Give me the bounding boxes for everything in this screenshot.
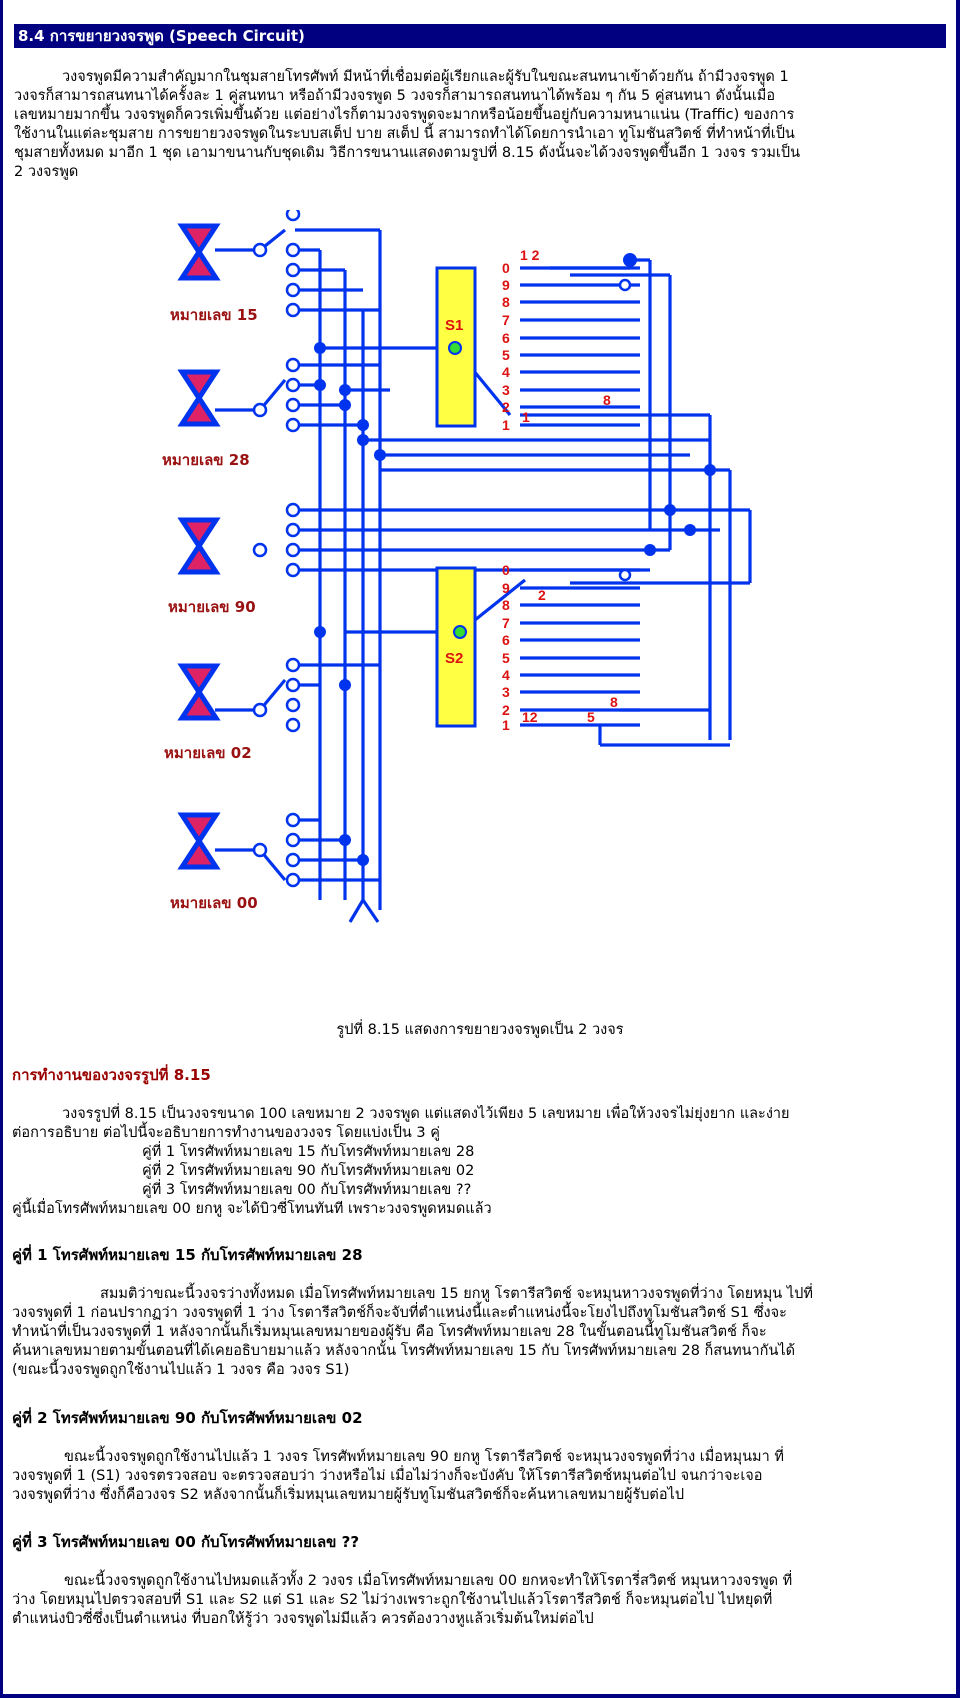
pair3-line: ตำแหน่งบิวซี่ซึ่งเป็นตำแหน่ง ที่บอกให้รู… (12, 1611, 594, 1627)
s2-digit: 6 (502, 632, 510, 648)
pair2-heading: คู่ที่ 2 โทรศัพท์หมายเลข 90 กับโทรศัพท์ห… (12, 1409, 363, 1427)
pair1-line: (ขณะนี้วงจรพูดถูกใช้งานไปแล้ว 1 วงจร คือ… (12, 1362, 350, 1378)
operation-heading: การทำงานของวงจรรูปที่ 8.15 (12, 1066, 211, 1084)
s1-digit: 9 (502, 277, 510, 293)
s1-digit: 4 (502, 364, 510, 380)
s2-digit: 5 (502, 650, 510, 666)
s2-digit: 2 (502, 702, 510, 718)
pair-list-item: คู่ที่ 3 โทรศัพท์หมายเลข 00 กับโทรศัพท์ห… (142, 1182, 472, 1198)
switch-s1-label: S1 (445, 317, 463, 334)
figure-caption: รูปที่ 8.15 แสดงการขยายวงจรพูดเป็น 2 วงจ… (336, 1022, 624, 1038)
s2-digit: 8 (502, 597, 510, 613)
phone-15-icon (177, 223, 221, 281)
pair2-line: ขณะนี้วงจรพูดถูกใช้งานไปแล้ว 1 วงจร โทรศ… (64, 1449, 784, 1465)
s2-mark: 5 (587, 709, 595, 725)
operation-note: คู่นี้เมื่อโทรศัพท์หมายเลข 00 ยกหู จะได้… (12, 1201, 492, 1217)
phone-label-02: หมายเลข 02 (164, 744, 252, 762)
s1-digit: 5 (502, 347, 510, 363)
operation-line: วงจรรูปที่ 8.15 เป็นวงจรขนาด 100 เลขหมาย… (62, 1106, 790, 1122)
s2-mark: 8 (610, 694, 618, 710)
phone-label-00: หมายเลข 00 (170, 894, 258, 912)
s2-mark: 2 (538, 587, 546, 603)
pair1-line: วงจรพูดที่ 1 ก่อนปรากฏว่า วงจรพูดที่ 1 ว… (12, 1305, 787, 1321)
s2-mark: 12 (522, 709, 538, 725)
s2-digit: 1 (502, 717, 510, 733)
intro-line: ชุมสายทั้งหมด มาอีก 1 ชุด เอามาขนานกับชุ… (14, 145, 801, 161)
s1-mark: 8 (603, 392, 611, 408)
phone-label-28: หมายเลข 28 (162, 451, 250, 469)
s1-digit: 0 (502, 260, 510, 276)
intro-line: 2 วงจรพูด (14, 164, 79, 180)
speech-circuit-diagram: S1 S2 0 9 8 7 6 5 4 3 2 1 1 2 8 1 0 9 8 … (162, 210, 752, 923)
pair3-heading: คู่ที่ 3 โทรศัพท์หมายเลข 00 กับโทรศัพท์ห… (12, 1533, 360, 1551)
pair-list-item: คู่ที่ 2 โทรศัพท์หมายเลข 90 กับโทรศัพท์ห… (142, 1163, 475, 1179)
s1-digit: 8 (502, 294, 510, 310)
phone-02-icon (177, 663, 221, 721)
switch-s2-box (435, 566, 477, 728)
s2-digit: 0 (502, 562, 510, 578)
section-title: 8.4 การขยายวงจรพูด (Speech Circuit) (14, 24, 946, 48)
pair3-line: ขณะนี้วงจรพูดถูกใช้งานไปหมดแล้วทั้ง 2 วง… (64, 1573, 793, 1589)
intro-line: เลขหมายมากขึ้น วงจรพูดก็ควรเพิ่มขึ้นด้วย… (14, 107, 795, 123)
s1-digit: 2 (502, 399, 510, 415)
phone-label-15: หมายเลข 15 (170, 306, 258, 324)
switch-s2-label: S2 (445, 650, 463, 667)
s1-mark: 1 (522, 409, 530, 425)
s1-digit: 1 (502, 417, 510, 433)
pair1-line: สมมติว่าขณะนี้วงจรว่างทั้งหมด เมื่อโทรศั… (100, 1286, 813, 1302)
phone-28-icon (177, 369, 221, 427)
s1-mark: 1 2 (520, 247, 540, 263)
s2-digit: 3 (502, 684, 510, 700)
s2-digit: 7 (502, 615, 510, 631)
phone-90-icon (177, 517, 221, 575)
s2-digit: 9 (502, 580, 510, 596)
s1-digit: 6 (502, 330, 510, 346)
pair2-line: วงจรพูดที่ว่าง ซึ่งก็คือวงจร S2 หลังจากน… (12, 1487, 685, 1503)
phone-label-90: หมายเลข 90 (168, 598, 256, 616)
s2-digit: 4 (502, 667, 510, 683)
pair1-line: ทำหน้าที่เป็นวงจรพูดที่ 1 หลังจากนั้นก็เ… (12, 1324, 767, 1340)
phone-00-icon (177, 812, 221, 870)
intro-line: ใช้งานในแต่ละชุมสาย การขยายวงจรพูดในระบบ… (14, 126, 795, 142)
intro-line: วงจรพูดมีความสำคัญมากในชุมสายโทรศัพท์ มี… (62, 69, 789, 85)
s1-digit: 7 (502, 312, 510, 328)
s1-digit: 3 (502, 382, 510, 398)
pair1-line: ค้นหาเลขหมายตามขั้นตอนที่ได้เคยอธิบายมาแ… (12, 1343, 796, 1359)
operation-line: ต่อการอธิบาย ต่อไปนี้จะอธิบายการทำงานของ… (12, 1125, 440, 1141)
pair3-line: ว่าง โดยหมุนไปตรวจสอบที่ S1 และ S2 แต่ S… (12, 1592, 773, 1608)
intro-line: วงจรก็สามารถสนทนาได้ครั้งละ 1 คู่สนทนา ห… (14, 88, 776, 104)
pair2-line: วงจรพูดที่ 1 (S1) วงจรตรวจสอบ จะตรวจสอบว… (12, 1468, 763, 1484)
switch-s1-box (435, 266, 477, 428)
pair-list-item: คู่ที่ 1 โทรศัพท์หมายเลข 15 กับโทรศัพท์ห… (142, 1144, 475, 1160)
pair1-heading: คู่ที่ 1 โทรศัพท์หมายเลข 15 กับโทรศัพท์ห… (12, 1246, 363, 1264)
